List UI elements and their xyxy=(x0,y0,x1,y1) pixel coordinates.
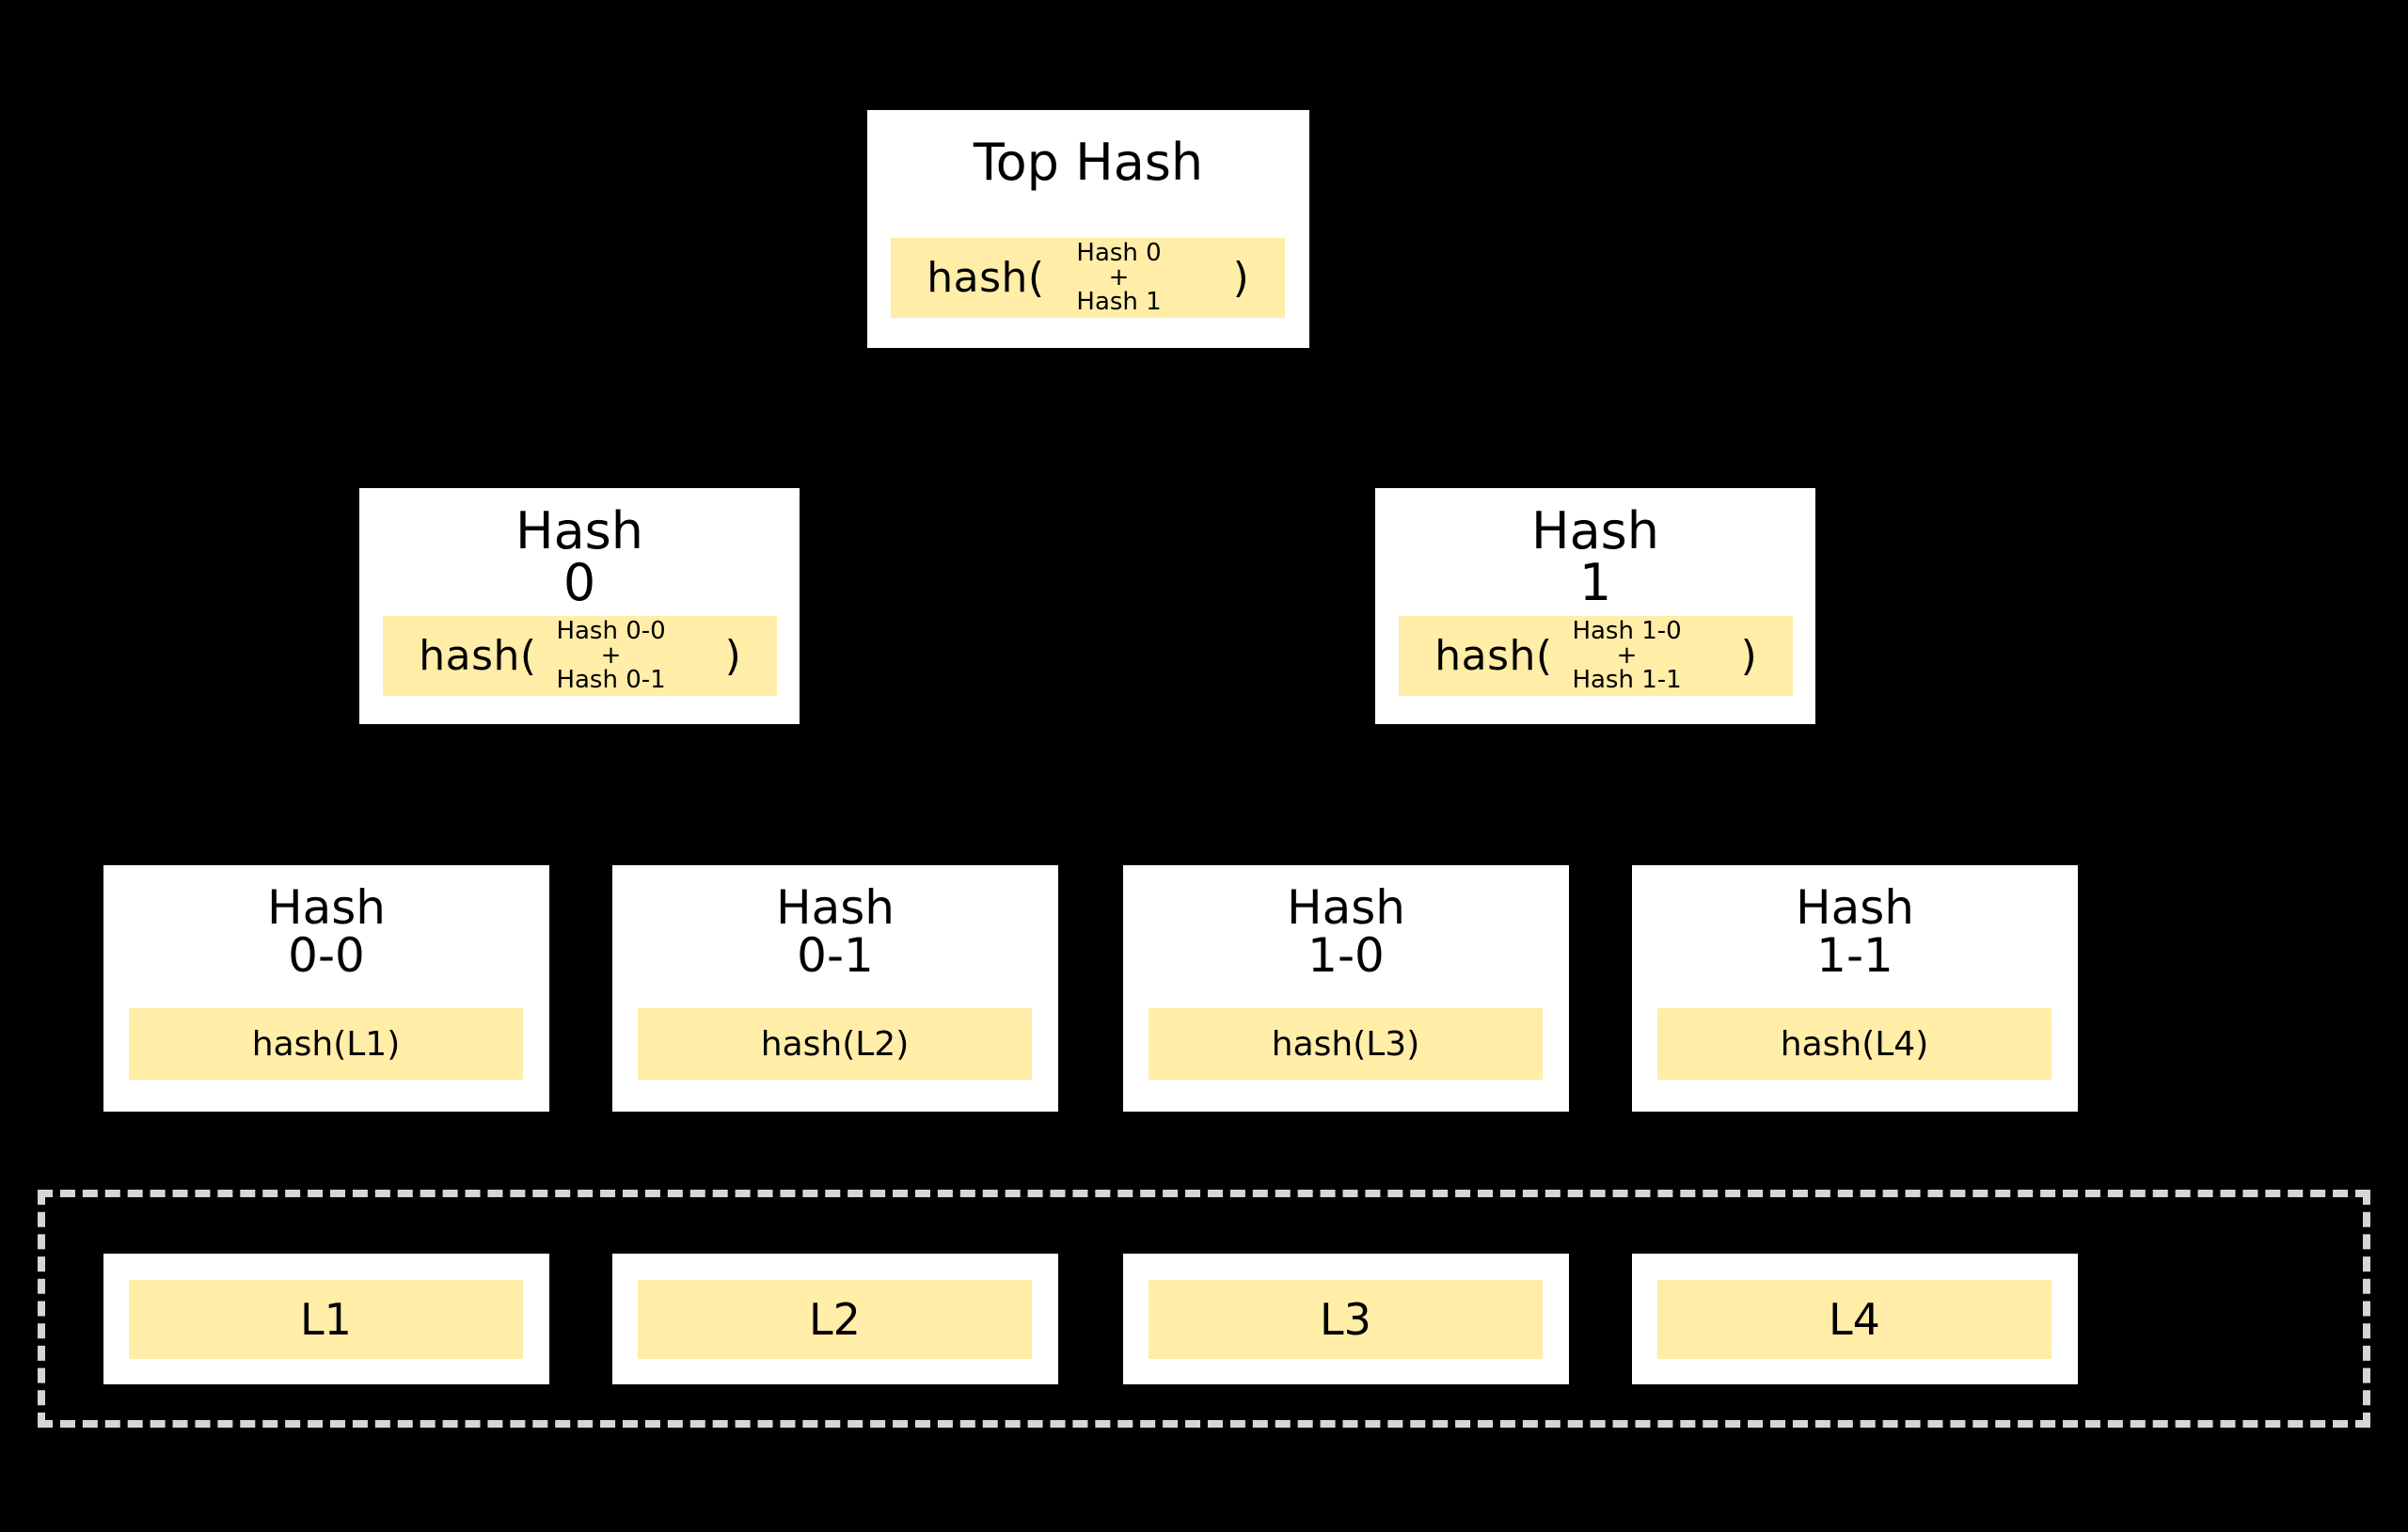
node-hash-1-1[interactable]: Hash 1-1 hash(L4) xyxy=(1632,865,2078,1112)
node-hash-1-0-label: Hash 1-0 xyxy=(1287,880,1405,983)
link-hash0-to-hash01 xyxy=(687,724,857,875)
node-hash-0-expression: hash( Hash 0-0 + Hash 0-1 ) xyxy=(383,616,777,696)
data-block-l3-value: L3 xyxy=(1149,1280,1543,1359)
node-hash-0[interactable]: Hash 0 hash( Hash 0-0 + Hash 0-1 ) xyxy=(359,488,800,724)
node-hash-0-0[interactable]: Hash 0-0 hash(L1) xyxy=(103,865,549,1112)
hash-fn-label: hash( xyxy=(1434,632,1553,680)
hash-close-paren: ) xyxy=(1232,254,1249,302)
hash-arg-top: Hash 0 xyxy=(1076,239,1162,268)
node-hash-1-0[interactable]: Hash 1-0 hash(L3) xyxy=(1123,865,1569,1112)
data-block-l4[interactable]: L4 xyxy=(1632,1254,2078,1384)
hash-arg-top: Hash 1-0 xyxy=(1572,617,1682,646)
hash-fn-label: hash( xyxy=(419,632,537,680)
node-top-hash[interactable]: Top Hash hash( Hash 0 + Hash 1 ) xyxy=(867,110,1309,348)
link-root-to-hash1 xyxy=(1196,348,1617,498)
node-hash-0-1-label: Hash 0-1 xyxy=(776,880,895,983)
hash-plus-symbol: + xyxy=(1108,263,1130,292)
data-block-l2-value: L2 xyxy=(638,1280,1032,1359)
data-block-l4-value: L4 xyxy=(1657,1280,2052,1359)
data-block-l3[interactable]: L3 xyxy=(1123,1254,1569,1384)
hash-arg-bottom: Hash 1 xyxy=(1076,287,1162,316)
hash-arg-top: Hash 0-0 xyxy=(556,617,666,646)
link-root-to-hash0 xyxy=(558,348,981,498)
hash-plus-symbol: + xyxy=(600,641,622,671)
node-hash-0-label: Hash 0 xyxy=(515,501,644,613)
node-hash-0-0-value: hash(L1) xyxy=(129,1008,523,1080)
hash-fn-label: hash( xyxy=(927,254,1045,302)
hash-close-paren: ) xyxy=(1740,632,1757,680)
node-top-hash-expression: hash( Hash 0 + Hash 1 ) xyxy=(891,238,1285,318)
node-hash-1-label: Hash 1 xyxy=(1530,501,1660,613)
hash-arg-bottom: Hash 1-1 xyxy=(1572,665,1682,694)
data-blocks-container xyxy=(38,1190,2370,1428)
link-hash1-to-hash10 xyxy=(1324,724,1489,875)
data-block-l1-value: L1 xyxy=(129,1280,523,1359)
node-hash-0-1[interactable]: Hash 0-1 hash(L2) xyxy=(612,865,1058,1112)
link-hash1-to-hash11 xyxy=(1703,724,1877,875)
link-hash0-to-hash00 xyxy=(305,724,473,875)
hash-arg-bottom: Hash 0-1 xyxy=(556,665,666,694)
node-hash-0-0-label: Hash 0-0 xyxy=(267,880,386,983)
data-block-l1[interactable]: L1 xyxy=(103,1254,549,1384)
node-top-hash-label: Top Hash xyxy=(973,133,1204,192)
node-hash-1[interactable]: Hash 1 hash( Hash 1-0 + Hash 1-1 ) xyxy=(1375,488,1815,724)
node-hash-1-0-value: hash(L3) xyxy=(1149,1008,1543,1080)
node-hash-1-1-value: hash(L4) xyxy=(1657,1008,2052,1080)
hash-plus-symbol: + xyxy=(1616,641,1638,671)
node-hash-1-1-label: Hash 1-1 xyxy=(1796,880,1914,983)
node-hash-1-expression: hash( Hash 1-0 + Hash 1-1 ) xyxy=(1399,616,1793,696)
hash-close-paren: ) xyxy=(724,632,741,680)
node-hash-0-1-value: hash(L2) xyxy=(638,1008,1032,1080)
data-block-l2[interactable]: L2 xyxy=(612,1254,1058,1384)
